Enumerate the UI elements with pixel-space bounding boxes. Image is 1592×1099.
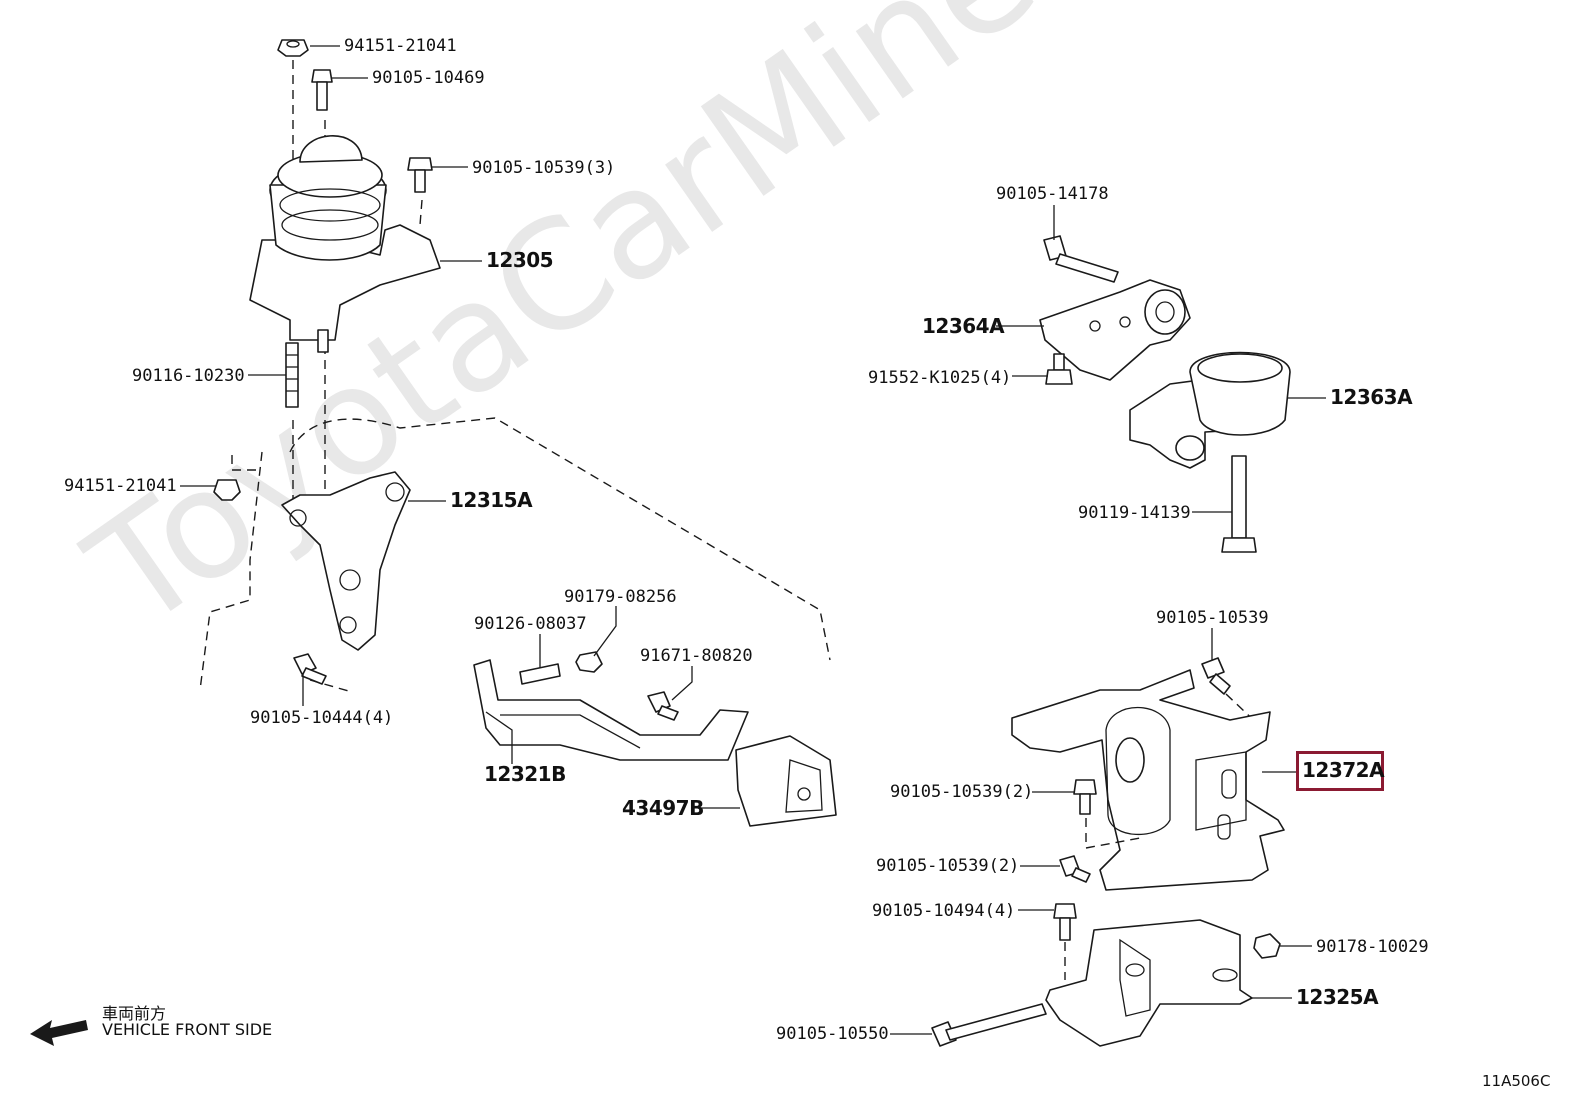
- bolt-90105-10494-4: [1053, 903, 1077, 941]
- part-43497B-bracket: [735, 735, 837, 827]
- label-90105-10539-3[interactable]: 90105-10539(3): [472, 158, 616, 178]
- label-12364A[interactable]: 12364A: [922, 314, 1005, 338]
- nut-90178-10029: [1253, 933, 1281, 959]
- part-12315A-bracket: [281, 471, 411, 651]
- bolt-90105-10539-2b: [1059, 855, 1091, 883]
- label-91671-80820[interactable]: 91671-80820: [640, 646, 753, 666]
- bolt-90105-14178: [1043, 235, 1119, 283]
- align-line-8: [1085, 837, 1141, 849]
- label-90119-14139[interactable]: 90119-14139: [1078, 503, 1191, 523]
- align-line-6: [1225, 693, 1263, 729]
- leader-lines: [180, 45, 1326, 1035]
- direction-english: VEHICLE FRONT SIDE: [102, 1020, 273, 1039]
- engine-lower-outline: [231, 455, 262, 471]
- nut-90179-08256: [575, 651, 603, 673]
- bolt-90105-10539-right: [1201, 657, 1231, 695]
- bolt-90105-10539-2a: [1073, 779, 1097, 815]
- label-90105-14178[interactable]: 90105-14178: [996, 184, 1109, 204]
- label-12363A[interactable]: 12363A: [1330, 385, 1413, 409]
- label-90126-08037[interactable]: 90126-08037: [474, 614, 587, 634]
- bolt-90105-10444-4: [293, 653, 327, 685]
- front-arrow-icon: [30, 1020, 88, 1046]
- label-90179-08256[interactable]: 90179-08256: [564, 587, 677, 607]
- part-12305-mount: [249, 135, 441, 353]
- part-12364A-bracket: [1039, 279, 1191, 381]
- label-90105-10494-4[interactable]: 90105-10494(4): [872, 901, 1016, 921]
- part-12372A-mount: [1011, 669, 1285, 891]
- stud-90126-08037: [519, 663, 561, 685]
- direction-japanese: 車両前方: [102, 1004, 167, 1023]
- nut-94151-21041-mid: [213, 479, 241, 501]
- label-94151-21041-mid[interactable]: 94151-21041: [64, 476, 177, 496]
- label-12321B[interactable]: 12321B: [484, 762, 566, 786]
- label-94151-21041-top[interactable]: 94151-21041: [344, 36, 457, 56]
- part-12363A-mount: [1129, 351, 1291, 469]
- bolt-91671-80820: [647, 691, 679, 721]
- figure-code: 11A506C: [1482, 1072, 1551, 1090]
- label-90105-10550[interactable]: 90105-10550: [776, 1024, 889, 1044]
- part-12321B-bracket: [473, 659, 749, 761]
- label-12372A[interactable]: 12372A: [1302, 758, 1385, 782]
- label-12325A[interactable]: 12325A: [1296, 985, 1379, 1009]
- align-line-4: [419, 199, 423, 226]
- label-12305[interactable]: 12305: [486, 248, 554, 272]
- label-90178-10029[interactable]: 90178-10029: [1316, 937, 1429, 957]
- bolt-90119-14139: [1221, 455, 1257, 553]
- label-91552-K1025-4[interactable]: 91552-K1025(4): [868, 368, 1012, 388]
- label-90105-10539-2b[interactable]: 90105-10539(2): [876, 856, 1020, 876]
- label-12315A[interactable]: 12315A: [450, 488, 533, 512]
- label-43497B[interactable]: 43497B: [622, 796, 704, 820]
- part-12325A-bracket: [1045, 919, 1253, 1047]
- highlight-box: [1296, 751, 1384, 791]
- nut-94151-21041-top: [277, 39, 309, 57]
- stud-90116-10230: [285, 342, 299, 408]
- bolt-90105-10469: [311, 69, 333, 111]
- label-90105-10539-right[interactable]: 90105-10539: [1156, 608, 1269, 628]
- label-90105-10469[interactable]: 90105-10469: [372, 68, 485, 88]
- label-90105-10444-4[interactable]: 90105-10444(4): [250, 708, 394, 728]
- bolt-90105-10539-3: [407, 157, 433, 193]
- bolt-91552-K1025-4: [1045, 353, 1073, 385]
- label-90116-10230[interactable]: 90116-10230: [132, 366, 245, 386]
- label-90105-10539-2a[interactable]: 90105-10539(2): [890, 782, 1034, 802]
- bolt-90105-10550: [931, 1003, 1047, 1047]
- engine-outline: [199, 417, 831, 691]
